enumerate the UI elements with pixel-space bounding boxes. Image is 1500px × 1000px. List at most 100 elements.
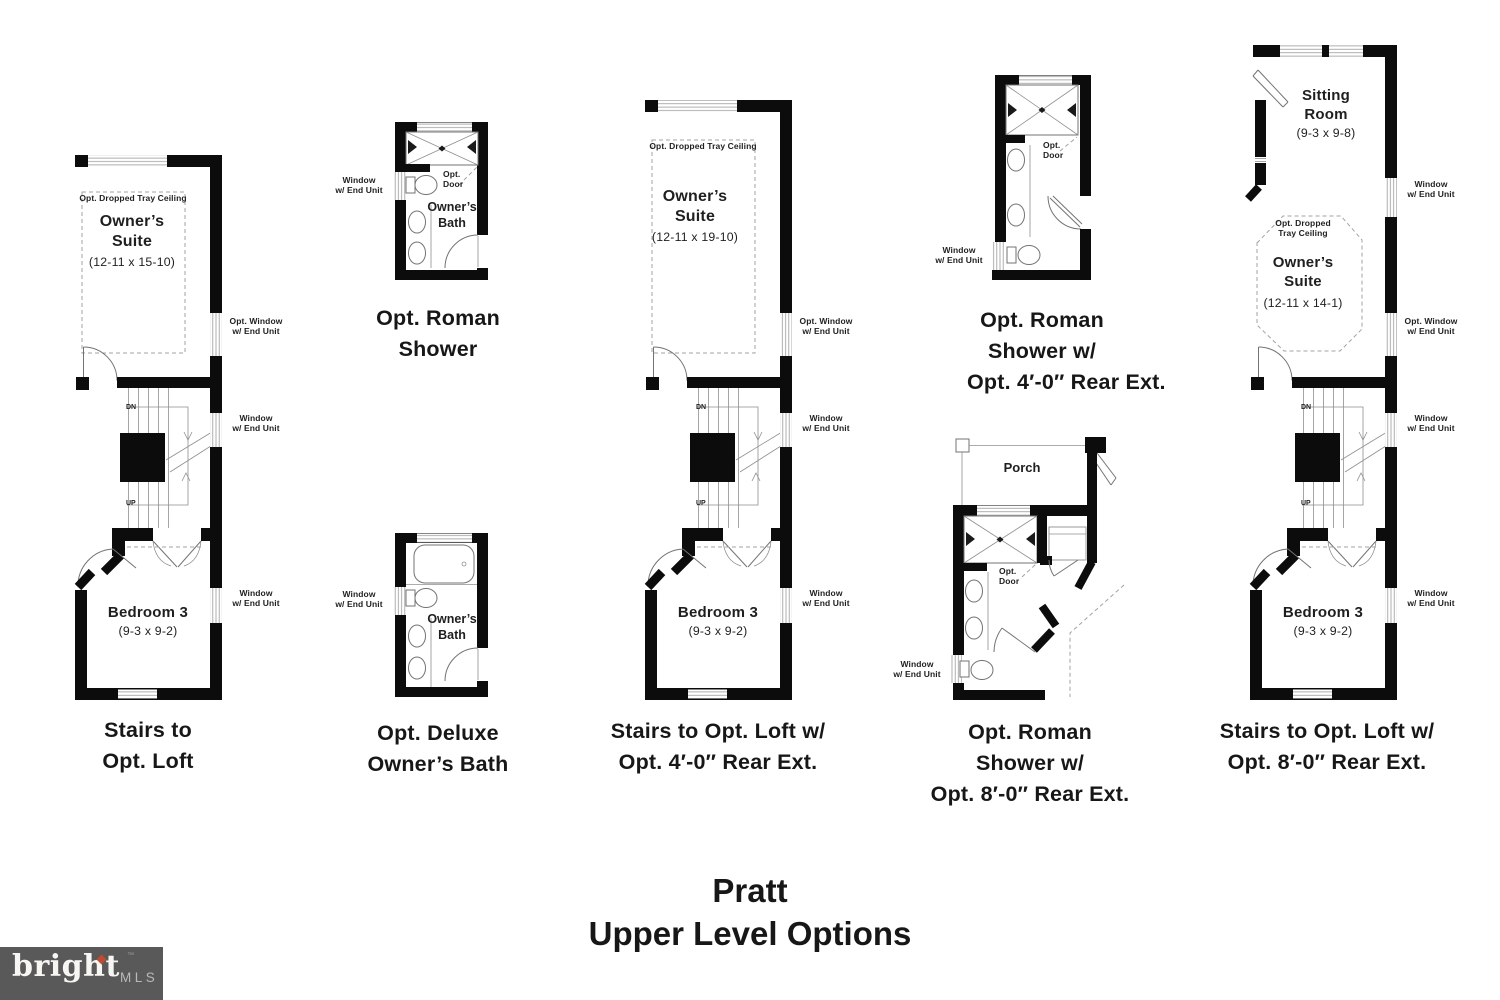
plan-title: Pratt xyxy=(712,872,788,909)
tray-ceiling-line1: Opt. Dropped xyxy=(1275,218,1331,228)
caption-line2: Opt. 4′-0″ Rear Ext. xyxy=(618,749,818,774)
bedroom3-dims: (9-3 x 9-2) xyxy=(118,624,178,638)
up-label: UP xyxy=(126,500,136,507)
window-label: Opt. Window w/ End Unit xyxy=(1400,316,1462,336)
window-label: Opt. Window w/ End Unit xyxy=(795,316,857,336)
sitting-room-dims: (9-3 x 9-8) xyxy=(1296,126,1356,140)
plan-stairs-to-opt-loft-drawing xyxy=(75,155,222,700)
opt-door-line1: Opt. xyxy=(999,566,1017,576)
brightmls-logo: bright ™ MLS xyxy=(0,947,163,1000)
window-label-line2: w/ End Unit xyxy=(935,255,983,266)
window-label-line2: w/ End Unit xyxy=(802,326,850,337)
window-label-line2: w/ End Unit xyxy=(802,598,850,609)
dn-label: DN xyxy=(126,404,137,411)
window-label-line1: Window xyxy=(342,175,376,185)
caption-line3: Opt. 8′-0″ Rear Ext. xyxy=(930,781,1130,806)
plan-caption: Opt. Roman Shower w/ Opt. 4′-0″ Rear Ext… xyxy=(967,305,1166,398)
window-label-line2: w/ End Unit xyxy=(893,669,941,680)
porch-label: Porch xyxy=(1003,460,1041,475)
window-label-line1: Window xyxy=(239,588,273,598)
window-label: Window w/ End Unit xyxy=(328,175,390,195)
caption-line2: Owner’s Bath xyxy=(367,751,509,776)
window-label-line1: Window xyxy=(342,589,376,599)
bedroom3-label: Bedroom 3 xyxy=(107,604,189,621)
bedroom3-label: Bedroom 3 xyxy=(677,604,759,621)
caption-line1: Opt. Deluxe xyxy=(377,721,499,745)
plan-caption: Stairs to Opt. Loft xyxy=(73,715,223,777)
caption-line1: Opt. Roman xyxy=(980,308,1104,332)
window-label-line2: w/ End Unit xyxy=(1407,326,1455,337)
trademark-symbol: ™ xyxy=(127,952,134,959)
tray-ceiling-label: Opt. Dropped Tray Ceiling xyxy=(1253,218,1353,238)
window-label-line2: w/ End Unit xyxy=(232,598,280,609)
window-label-line1: Opt. Window xyxy=(1404,316,1458,326)
owners-bath-label: Owner’s Bath xyxy=(427,200,477,231)
opt-door-line2: Door xyxy=(1043,150,1064,161)
up-label: UP xyxy=(1301,500,1311,507)
caption-line2: Opt. 8′-0″ Rear Ext. xyxy=(1227,749,1427,774)
plan-caption: Stairs to Opt. Loft w/ Opt. 4′-0″ Rear E… xyxy=(604,716,832,778)
plan-caption: Opt. Roman Shower w/ Opt. 8′-0″ Rear Ext… xyxy=(930,717,1130,810)
dn-label: DN xyxy=(1301,404,1312,411)
sitting-room-label: Sitting Room xyxy=(1301,87,1351,123)
plan-stairs-loft-4ft-rear-ext-drawing xyxy=(645,100,792,700)
window-label-line1: Window xyxy=(1414,179,1448,189)
owners-suite-label: Owner’s Suite xyxy=(662,188,728,226)
plan-stairs-loft-8ft-rear-ext-drawing xyxy=(1245,45,1397,700)
window-label-line2: w/ End Unit xyxy=(335,185,383,196)
tray-ceiling-line2: Tray Ceiling xyxy=(1278,228,1328,239)
window-label-line1: Window xyxy=(900,659,934,669)
plan-roman-shower-4ft-rear-ext-drawing xyxy=(992,75,1091,280)
window-label-line2: w/ End Unit xyxy=(802,423,850,434)
opt-door-line2: Door xyxy=(999,576,1020,587)
caption-line2: Opt. Loft xyxy=(102,748,194,773)
opt-door-label: Opt. Door xyxy=(999,566,1019,586)
window-label-line2: w/ End Unit xyxy=(335,599,383,610)
window-label-line2: w/ End Unit xyxy=(1407,423,1455,434)
window-label: Window w/ End Unit xyxy=(795,413,857,433)
opt-door-line1: Opt. xyxy=(443,169,461,179)
window-label-line2: w/ End Unit xyxy=(1407,189,1455,200)
plan-opt-roman-shower-drawing xyxy=(394,122,488,280)
window-label: Window w/ End Unit xyxy=(225,413,287,433)
dn-label: DN xyxy=(696,404,707,411)
window-label-line1: Window xyxy=(809,413,843,423)
window-label-line2: w/ End Unit xyxy=(232,326,280,337)
window-label-line2: w/ End Unit xyxy=(232,423,280,434)
window-label-line1: Opt. Window xyxy=(799,316,853,326)
bedroom3-label: Bedroom 3 xyxy=(1282,604,1364,621)
tray-ceiling-label: Opt. Dropped Tray Ceiling xyxy=(649,141,757,151)
plan-subtitle: Upper Level Options xyxy=(588,915,912,952)
plan-opt-deluxe-owners-bath-drawing xyxy=(394,533,488,697)
caption-line1: Stairs to xyxy=(104,718,192,742)
window-label-line1: Opt. Window xyxy=(229,316,283,326)
owners-bath-label: Owner’s Bath xyxy=(427,612,477,643)
bedroom3-dims: (9-3 x 9-2) xyxy=(688,624,748,638)
window-label: Window w/ End Unit xyxy=(1400,588,1462,608)
caption-line1: Stairs to Opt. Loft w/ xyxy=(610,719,826,743)
caption-line1: Opt. Roman xyxy=(376,306,500,330)
opt-door-label: Opt. Door xyxy=(443,169,463,189)
owners-suite-dims: (12-11 x 15-10) xyxy=(88,255,176,269)
owners-suite-label: Owner’s Suite xyxy=(99,213,165,251)
window-label: Window w/ End Unit xyxy=(795,588,857,608)
bedroom3-dims: (9-3 x 9-2) xyxy=(1293,624,1353,638)
window-label-line1: Window xyxy=(942,245,976,255)
caption-line1: Stairs to Opt. Loft w/ xyxy=(1219,719,1435,743)
caption-line2: Shower xyxy=(398,336,478,361)
opt-door-line2: Door xyxy=(443,179,464,190)
window-label: Window w/ End Unit xyxy=(225,588,287,608)
owners-suite-label: Owner’s Suite xyxy=(1272,254,1334,290)
window-label: Window w/ End Unit xyxy=(886,659,948,679)
window-label: Opt. Window w/ End Unit xyxy=(225,316,287,336)
caption-line2: Shower w/ xyxy=(987,338,1097,363)
plan-caption: Opt. Roman Shower xyxy=(363,303,513,365)
window-label-line1: Window xyxy=(1414,413,1448,423)
opt-door-label: Opt. Door xyxy=(1043,140,1063,160)
plan-roman-shower-8ft-rear-ext-drawing xyxy=(950,437,1125,700)
caption-line3: Opt. 4′-0″ Rear Ext. xyxy=(967,369,1166,394)
window-label: Window w/ End Unit xyxy=(328,589,390,609)
brightmls-wordmark: bright xyxy=(12,949,120,984)
